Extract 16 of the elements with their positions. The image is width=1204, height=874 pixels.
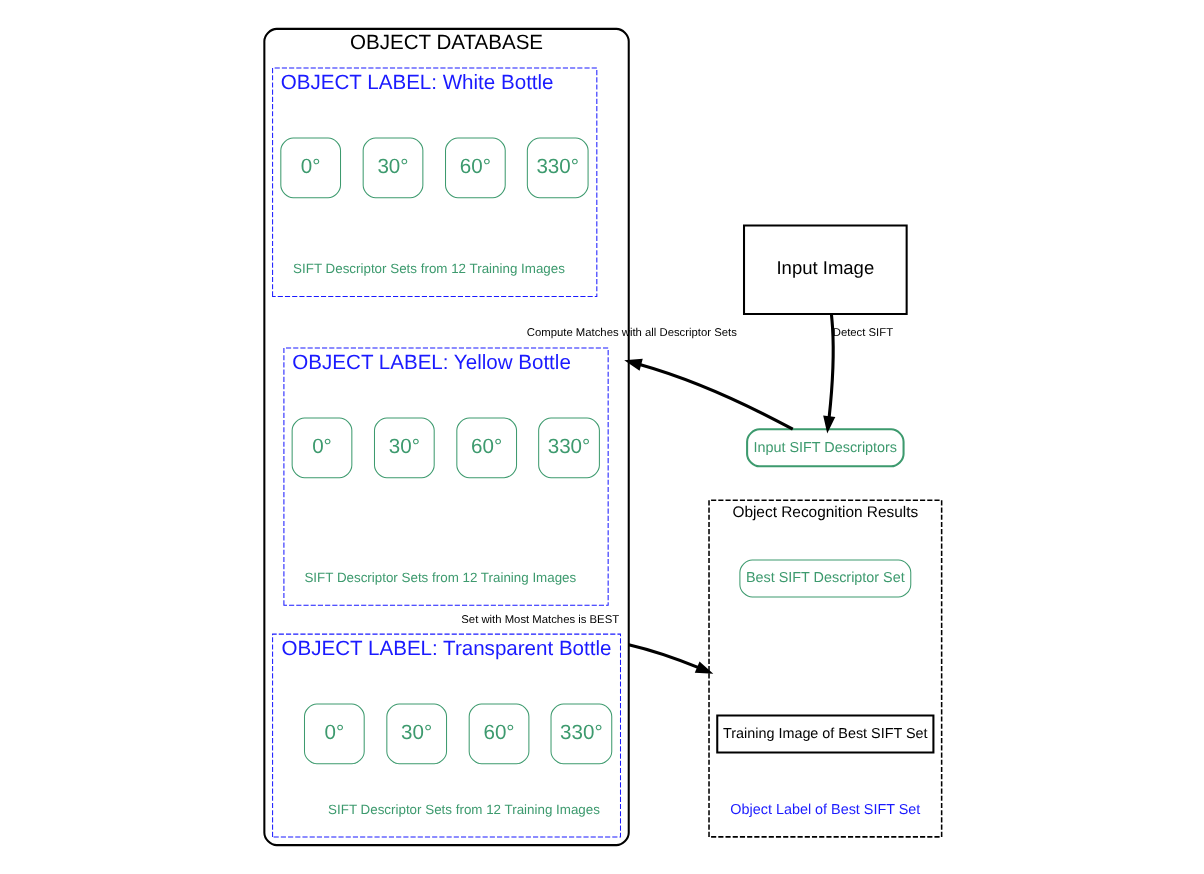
node-box: 60°: [455, 417, 517, 479]
arrow: [623, 358, 793, 431]
node-box: 30°: [372, 417, 434, 479]
node-box: 30°: [385, 703, 447, 765]
node-box: 330°: [525, 137, 588, 199]
node-box: 60°: [444, 137, 505, 199]
arrow: [627, 643, 713, 674]
node-box: 330°: [549, 703, 612, 765]
node-box: 0°: [290, 417, 352, 479]
node-box: 30°: [361, 137, 423, 199]
node-box: 0°: [303, 703, 364, 765]
node-box: 0°: [279, 137, 341, 199]
node-box: 330°: [537, 417, 599, 479]
node-box: Input Image: [742, 224, 907, 316]
node-box: 60°: [467, 703, 529, 765]
arrow: [822, 314, 835, 434]
